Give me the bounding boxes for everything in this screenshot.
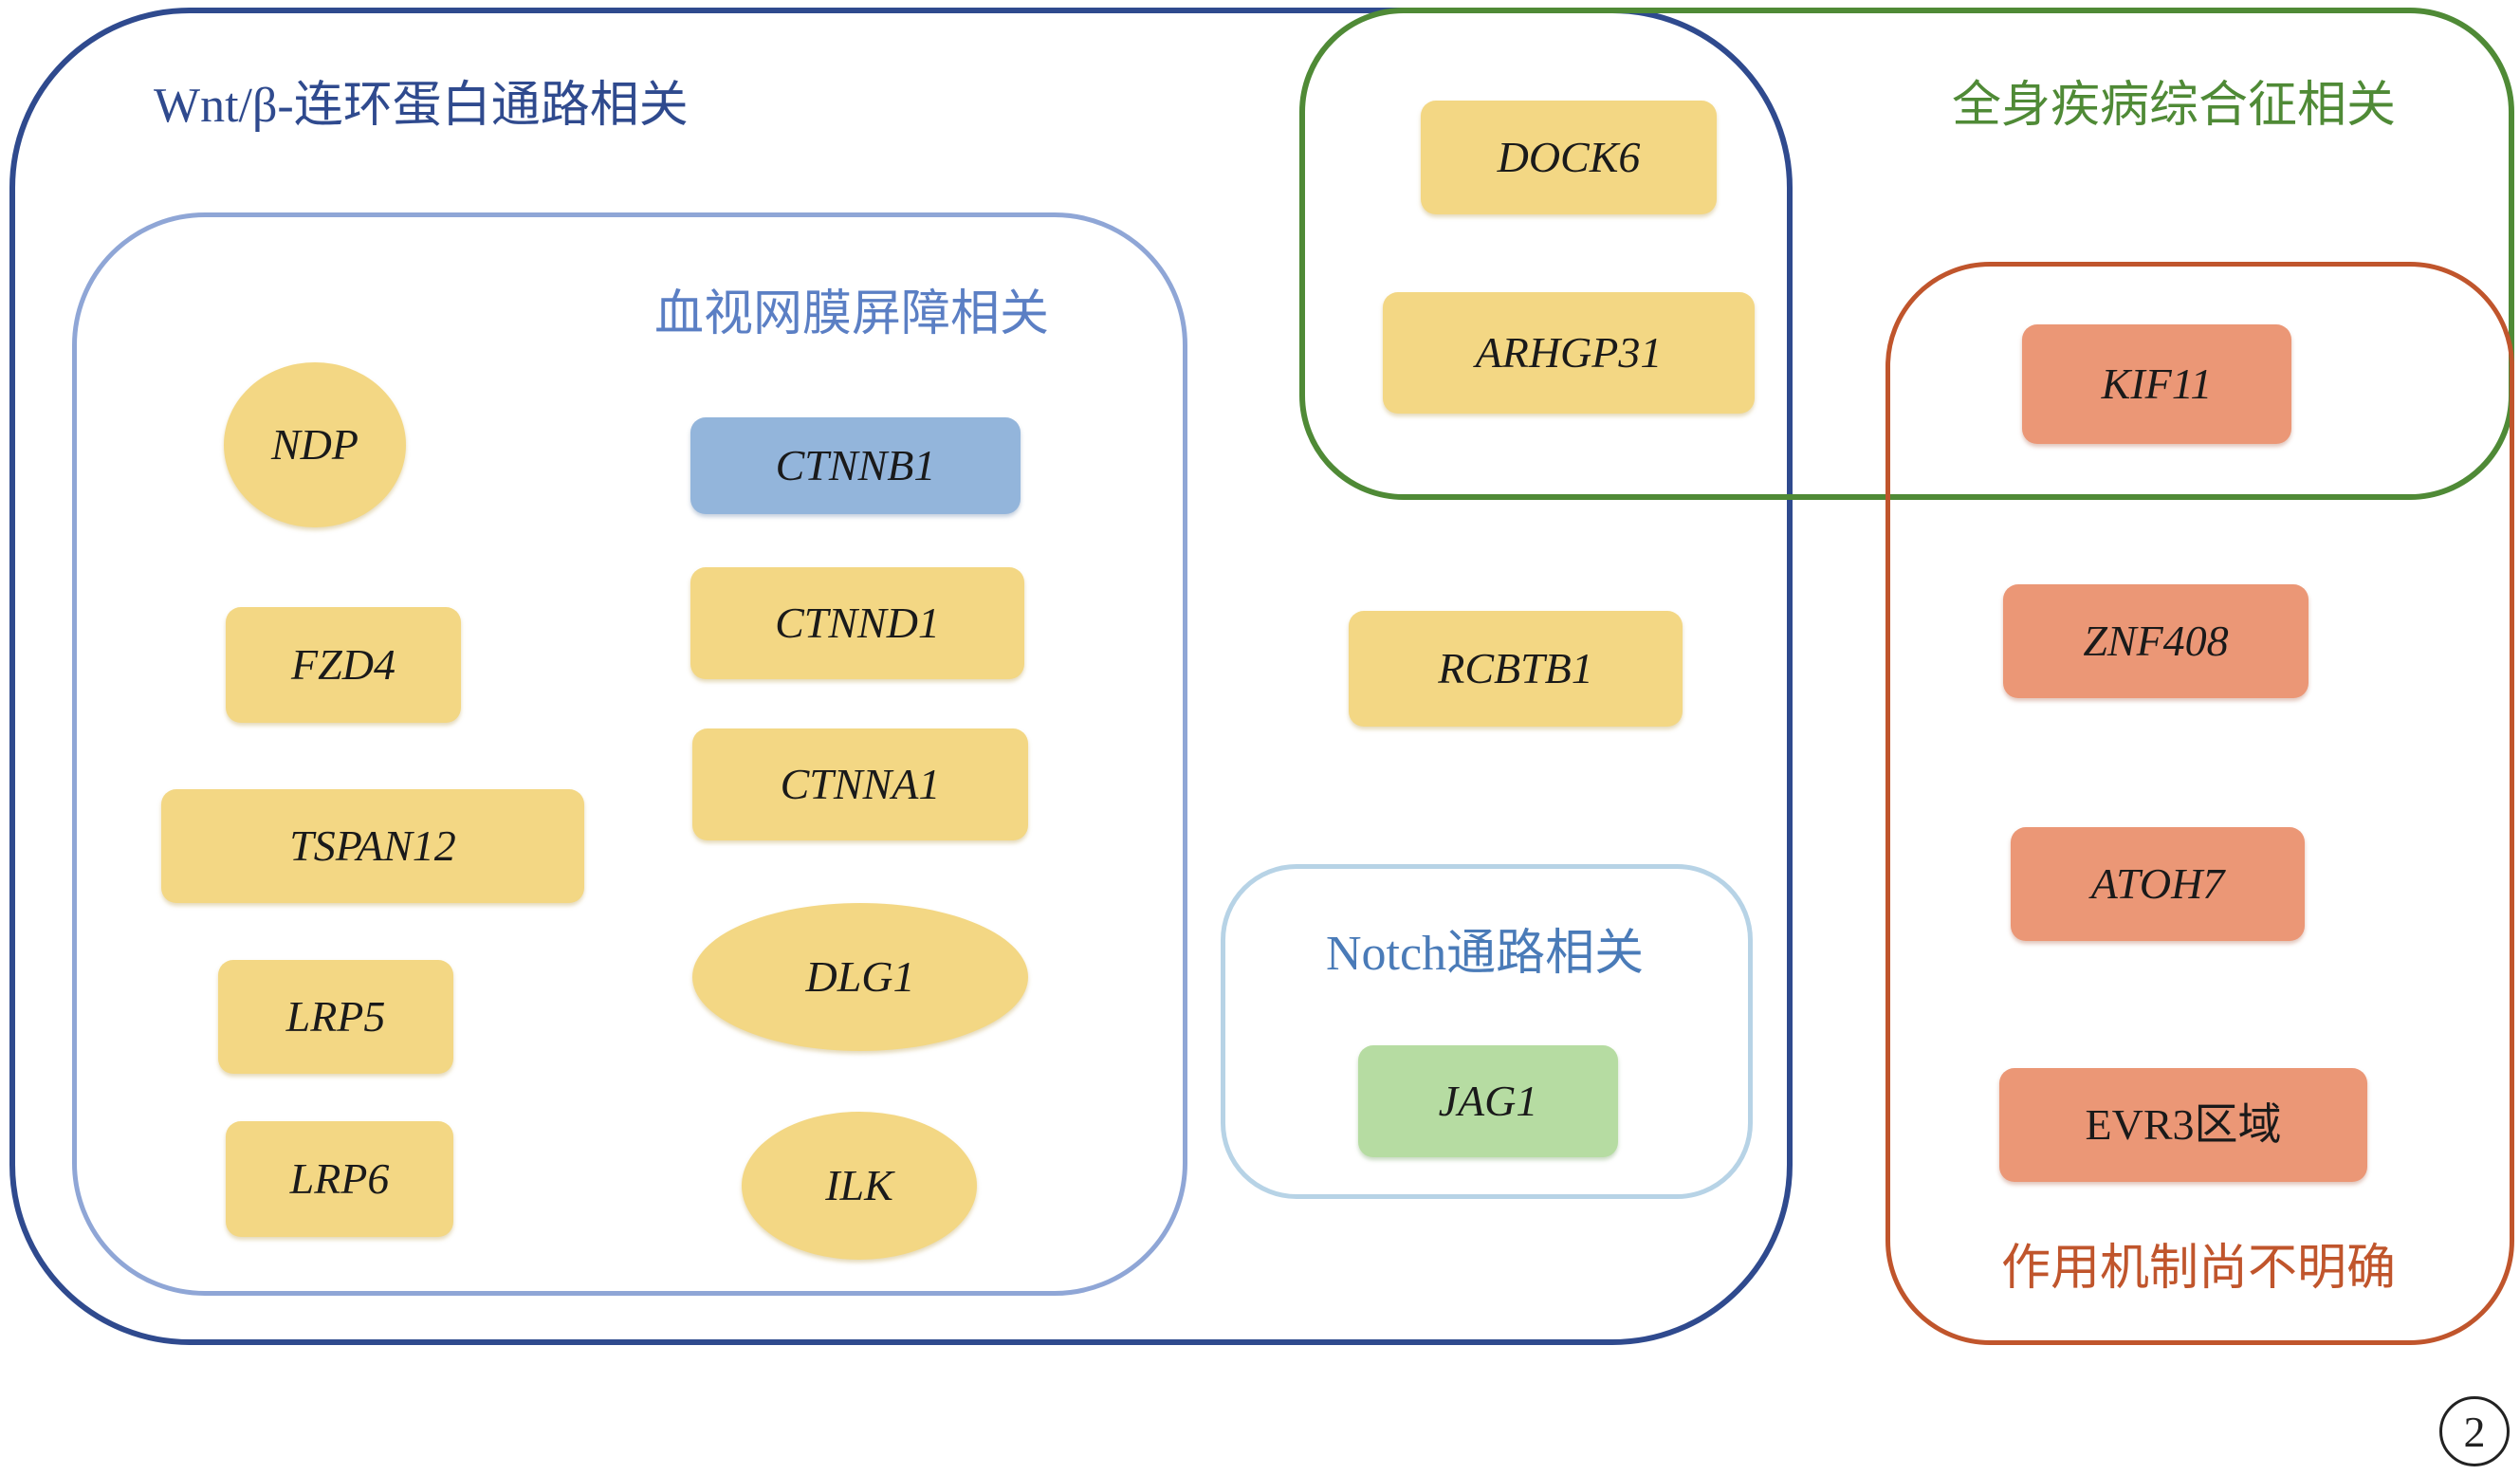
wnt-pathway-group [9, 8, 1793, 1345]
gene-arhgp31: ARHGP31 [1383, 292, 1755, 414]
gene-dock6: DOCK6 [1421, 101, 1717, 214]
systemic-group-label: 全身疾病综合征相关 [1952, 79, 2397, 133]
notch-group-label: Notch通路相关 [1326, 927, 1645, 981]
gene-ctnna1: CTNNA1 [692, 728, 1028, 840]
gene-jag1: JAG1 [1358, 1045, 1618, 1157]
systemic-disease-group [1299, 8, 2514, 500]
panel-number-badge: 2 [2439, 1396, 2510, 1466]
gene-ctnnb1: CTNNB1 [690, 417, 1021, 514]
gene-kif11: KIF11 [2022, 324, 2291, 444]
gene-ctnnd1: CTNND1 [690, 567, 1024, 679]
brb-group-label: 血视网膜屏障相关 [654, 287, 1050, 341]
unclear-group-label: 作用机制尚不明确 [2001, 1242, 2397, 1296]
gene-tspan12: TSPAN12 [161, 789, 584, 903]
gene-evr3-region: EVR3区域 [1999, 1068, 2367, 1182]
blood-retina-barrier-group [72, 212, 1187, 1296]
gene-atoh7: ATOH7 [2011, 827, 2305, 941]
gene-ilk: ILK [742, 1112, 977, 1260]
gene-lrp5: LRP5 [218, 960, 453, 1074]
gene-rcbtb1: RCBTB1 [1349, 611, 1683, 727]
notch-pathway-group [1221, 864, 1753, 1199]
wnt-group-label: Wnt/β-连环蛋白通路相关 [154, 79, 689, 133]
gene-dlg1: DLG1 [692, 903, 1028, 1051]
gene-fzd4: FZD4 [226, 607, 461, 723]
gene-ndp: NDP [224, 362, 406, 527]
unclear-mechanism-group [1885, 262, 2514, 1345]
gene-znf408: ZNF408 [2003, 584, 2308, 698]
gene-lrp6: LRP6 [226, 1121, 453, 1237]
